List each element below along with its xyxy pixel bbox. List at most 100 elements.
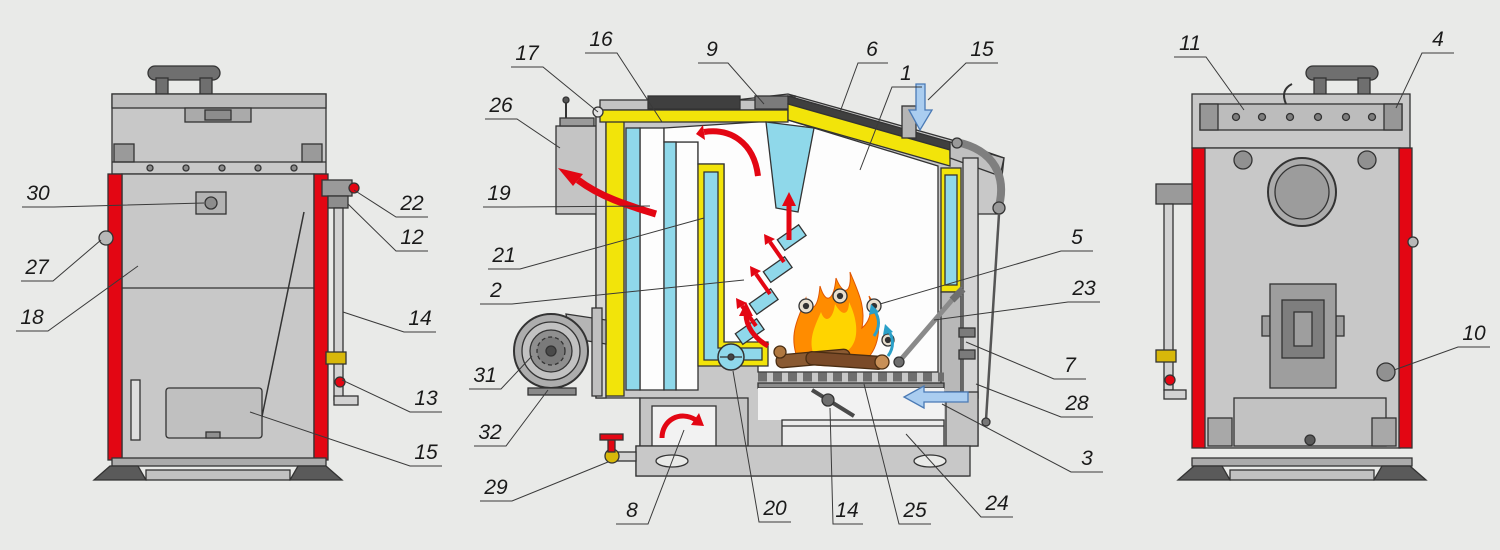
poker-lever xyxy=(895,298,954,366)
callout-label: 17 xyxy=(515,42,540,65)
callout-15-left: 15 xyxy=(249,411,442,467)
side-valve xyxy=(1155,349,1177,363)
callout-label: 22 xyxy=(399,192,424,215)
pipe-flange xyxy=(1155,183,1193,205)
callout-label: 21 xyxy=(491,244,515,267)
callout-label: 6 xyxy=(866,38,878,61)
callout-9: 9 xyxy=(698,38,765,105)
callout-label: 29 xyxy=(483,476,508,499)
callout-8: 8 xyxy=(616,429,685,525)
callout-label: 23 xyxy=(1071,277,1096,300)
insulation-top xyxy=(599,109,789,123)
callout-27: 27 xyxy=(21,239,102,282)
sensor-boss xyxy=(1376,362,1396,382)
foot-right xyxy=(1372,465,1428,481)
callout-label: 30 xyxy=(26,182,50,205)
callout-label: 32 xyxy=(478,421,502,444)
callout-label: 14 xyxy=(835,499,858,522)
callout-7: 7 xyxy=(965,341,1086,380)
water-return-arrow xyxy=(902,384,969,410)
callout-31: 31 xyxy=(469,355,533,390)
foot-right xyxy=(288,465,344,481)
lid-handle xyxy=(147,65,221,81)
callout-3: 3 xyxy=(941,403,1103,473)
callout-label: 26 xyxy=(488,94,513,117)
callout-label: 31 xyxy=(473,364,496,387)
flame xyxy=(793,271,880,367)
callout-4: 4 xyxy=(1395,28,1454,109)
callout-26: 26 xyxy=(485,94,561,149)
side-pipe xyxy=(333,207,344,401)
callout-14-left: 14 xyxy=(342,307,436,333)
callout-label: 2 xyxy=(489,279,502,302)
callout-label: 1 xyxy=(900,62,912,85)
callout-label: 3 xyxy=(1081,447,1093,470)
callout-label: 15 xyxy=(414,441,438,464)
callout-label: 27 xyxy=(24,256,50,279)
callout-19: 19 xyxy=(483,182,651,208)
callout-label: 11 xyxy=(1179,32,1201,55)
sight-tube xyxy=(130,379,141,441)
callout-29: 29 xyxy=(480,461,609,502)
callout-18: 18 xyxy=(16,265,139,332)
foot-left xyxy=(92,465,148,481)
callout-11: 11 xyxy=(1174,32,1245,111)
callout-label: 7 xyxy=(1064,354,1077,377)
water-inlet-arrow xyxy=(907,83,934,132)
callout-22: 22 xyxy=(353,189,428,218)
callout-label: 12 xyxy=(400,226,424,249)
callout-15-top: 15 xyxy=(927,38,998,101)
fan-blower xyxy=(513,307,607,397)
red-edge-left xyxy=(107,173,123,461)
callout-label: 13 xyxy=(414,387,438,410)
callout-25: 25 xyxy=(863,383,931,525)
flue-channel-2 xyxy=(675,141,699,391)
lower-door xyxy=(165,387,263,439)
water-jacket-mid xyxy=(663,141,677,391)
callout-label: 14 xyxy=(408,307,431,330)
callout-label: 24 xyxy=(984,492,1008,515)
callout-label: 15 xyxy=(970,38,994,61)
callout-6: 6 xyxy=(839,38,888,113)
callout-label: 19 xyxy=(487,182,511,205)
left-view xyxy=(92,65,360,481)
inner-wall-water xyxy=(703,171,763,361)
callout-30: 30 xyxy=(22,182,205,208)
air-arrows xyxy=(869,304,894,357)
callout-label: 8 xyxy=(626,499,638,522)
callout-10: 10 xyxy=(1393,322,1490,371)
lid-handle xyxy=(1305,65,1379,81)
side-valve xyxy=(325,351,347,365)
logs xyxy=(773,345,890,370)
insulation-slope xyxy=(787,103,951,167)
callout-2: 2 xyxy=(480,279,745,305)
callout-13: 13 xyxy=(341,379,442,413)
ash-pan xyxy=(781,419,945,447)
callouts: 17 16 9 6 1 15 11 4 26 19 21 2 30 27 18 … xyxy=(16,28,1490,525)
door-hinge-arm xyxy=(952,138,1006,210)
water-jacket-left xyxy=(625,127,641,391)
callout-label: 5 xyxy=(1071,226,1083,249)
red-edge-right xyxy=(313,173,329,461)
drain-valve xyxy=(599,433,637,464)
flue-channel-1 xyxy=(639,127,665,391)
callout-label: 9 xyxy=(706,38,718,61)
callout-label: 25 xyxy=(902,499,927,522)
callout-label: 20 xyxy=(762,497,787,520)
section-view xyxy=(513,83,1006,477)
callout-label: 16 xyxy=(589,28,613,51)
callout-17: 17 xyxy=(511,42,599,113)
foot-left xyxy=(1176,465,1232,481)
callout-5: 5 xyxy=(879,226,1093,305)
callout-21: 21 xyxy=(488,217,705,270)
callout-20: 20 xyxy=(732,370,791,523)
red-edge-right xyxy=(1398,147,1413,449)
side-knob xyxy=(98,230,114,246)
rear-view xyxy=(1155,65,1428,481)
red-edge-left xyxy=(1191,147,1206,449)
callout-label: 4 xyxy=(1432,28,1444,51)
callout-label: 10 xyxy=(1462,322,1486,345)
callout-24: 24 xyxy=(905,433,1013,518)
